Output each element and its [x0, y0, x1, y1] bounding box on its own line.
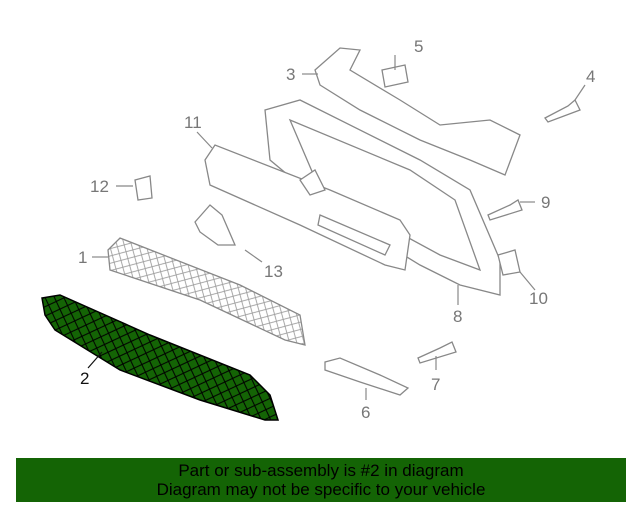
callout-7: 7: [431, 375, 440, 394]
part-10-clip[interactable]: [497, 249, 521, 276]
info-banner: Part or sub-assembly is #2 in diagram Di…: [16, 458, 626, 502]
part-7-bolt[interactable]: [417, 341, 457, 364]
banner-line-2: Diagram may not be specific to your vehi…: [156, 480, 486, 499]
part-1-mesh[interactable]: [107, 237, 306, 346]
callout-9: 9: [541, 193, 550, 212]
callout-3: 3: [286, 65, 295, 84]
part-12-clip[interactable]: [134, 175, 153, 201]
part-2-lower-mesh[interactable]: [41, 294, 280, 421]
part-3-bracket[interactable]: [314, 47, 521, 176]
part-5-clip[interactable]: [381, 64, 409, 88]
callout-1: 1: [78, 248, 87, 267]
part-4-bolt[interactable]: [544, 98, 581, 123]
callout-10: 10: [529, 289, 548, 308]
callout-6: 6: [361, 403, 370, 422]
part-6-bracket[interactable]: [324, 357, 410, 396]
callout-11: 11: [184, 113, 202, 132]
callout-12: 12: [90, 177, 109, 196]
banner-line-1: Part or sub-assembly is #2 in diagram: [178, 461, 464, 480]
leader-lines: [87, 55, 586, 400]
callout-8: 8: [453, 307, 462, 326]
part-9-bolt[interactable]: [487, 199, 523, 221]
callout-13: 13: [264, 262, 283, 281]
callout-4: 4: [586, 67, 595, 86]
callout-2: 2: [80, 369, 89, 388]
part-13-bracket[interactable]: [194, 204, 236, 246]
part-11-grille[interactable]: [204, 144, 411, 271]
callout-5: 5: [414, 37, 423, 56]
